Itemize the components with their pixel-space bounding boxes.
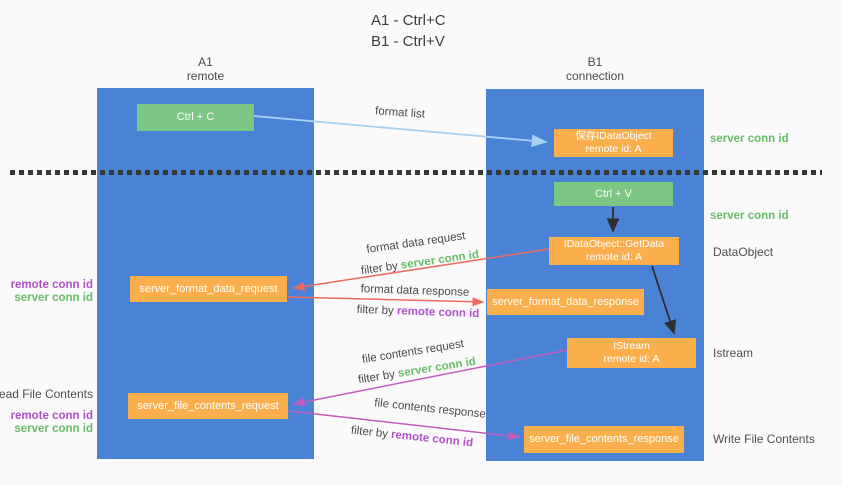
save-idataobject-box: 保存IDataObject remote id: A — [554, 129, 673, 157]
title-line-1: A1 - Ctrl+C — [371, 12, 446, 29]
filter-by-text: filter by — [357, 368, 399, 387]
left-conn-id-block-1: remote conn id server conn id — [11, 279, 93, 305]
dotted-separator — [10, 170, 822, 175]
save-idataobject-title: 保存IDataObject — [575, 130, 652, 142]
server-conn-id-annotation: server conn id — [14, 292, 93, 304]
ctrl-c-label: Ctrl + C — [176, 111, 215, 123]
remote-conn-id-annotation: remote conn id — [10, 279, 93, 291]
istream-annotation: Istream — [713, 346, 754, 360]
server-format-data-response-label: server_format_data_response — [492, 295, 639, 308]
ctrl-c-box: Ctrl + C — [137, 104, 254, 131]
ctrl-v-label: Ctrl + V — [595, 187, 632, 200]
server-file-contents-request-label: server_file_contents_request — [137, 399, 279, 412]
server-file-contents-response-box: server_file_contents_response — [524, 426, 684, 453]
diagram-title: A1 - Ctrl+C B1 - Ctrl+V — [371, 10, 446, 52]
server-file-contents-response-label: server_file_contents_response — [529, 433, 679, 445]
save-idataobject-subtitle: remote id: A — [585, 143, 642, 155]
server-conn-id-annotation-top: server conn id — [710, 133, 789, 145]
ctrl-v-box: Ctrl + V — [554, 182, 673, 206]
server-format-data-request-box: server_format_data_request — [130, 276, 287, 302]
remote-conn-id-text: remote conn id — [390, 428, 474, 450]
read-file-contents-annotation: Read File Contents — [0, 387, 93, 401]
lane-b-role: connection — [565, 69, 625, 83]
lane-a-id: A1 — [198, 55, 213, 69]
server-conn-id-annotation: server conn id — [14, 423, 93, 435]
filter-by-remote-conn-id-label-1: filter by remote conn id — [356, 304, 479, 320]
getdata-box: IDataObject::GetData remote id: A — [549, 237, 679, 265]
filter-by-text: filter by — [356, 303, 398, 318]
dataobject-annotation: DataObject — [713, 245, 774, 259]
getdata-title: IDataObject::GetData — [563, 238, 665, 250]
istream-box: IStream remote id: A — [567, 338, 696, 368]
remote-conn-id-annotation: remote conn id — [10, 410, 93, 422]
lane-b-header: B1 connection — [486, 55, 704, 83]
server-format-data-request-label: server_format_data_request — [139, 282, 278, 295]
server-format-data-response-box: server_format_data_response — [487, 289, 644, 315]
remote-conn-id-text: remote conn id — [396, 305, 480, 321]
left-conn-id-block-2: remote conn id server conn id — [11, 410, 93, 436]
istream-subtitle: remote id: A — [603, 353, 660, 365]
file-contents-response-label: file contents response — [373, 397, 487, 421]
write-file-contents-annotation: Write File Contents — [713, 432, 815, 446]
server-conn-id-annotation-mid: server conn id — [710, 210, 789, 222]
server-conn-id-text: server conn id — [397, 355, 477, 380]
lane-a-header: A1 remote — [97, 55, 314, 83]
lane-b-id: B1 — [587, 55, 603, 69]
format-data-response-label: format data response — [360, 283, 470, 299]
server-conn-id-text: server conn id — [400, 248, 480, 272]
format-list-label: format list — [374, 105, 426, 121]
title-line-2: B1 - Ctrl+V — [371, 33, 445, 50]
server-file-contents-request-box: server_file_contents_request — [128, 393, 288, 419]
getdata-subtitle: remote id: A — [585, 251, 643, 263]
filter-by-text: filter by — [360, 259, 402, 278]
filter-by-text: filter by — [350, 424, 392, 441]
lane-a-role: remote — [186, 69, 225, 83]
istream-title: IStream — [613, 340, 650, 352]
filter-by-remote-conn-id-label-2: filter by remote conn id — [350, 425, 473, 450]
